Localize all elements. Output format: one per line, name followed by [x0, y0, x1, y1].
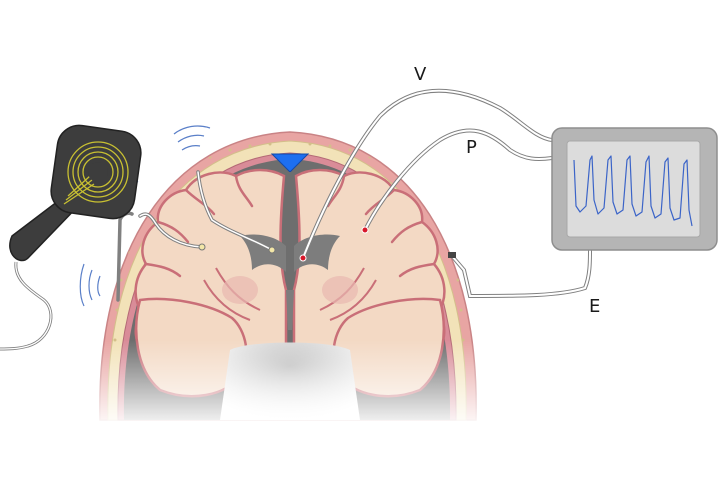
coil-center — [88, 162, 108, 182]
icp-waveform — [573, 155, 693, 227]
parenchymal-sensor-tip — [361, 226, 369, 234]
superior-sagittal-sinus — [270, 153, 310, 173]
implant-tip-shallow — [198, 243, 206, 251]
label-ventricular: V — [414, 64, 427, 85]
label-epidural: E — [589, 296, 600, 317]
wireless-transmitter-icon — [0, 124, 142, 351]
head-cross-section — [80, 131, 500, 430]
ventricular-sensor-tip — [299, 254, 307, 262]
right-thalamus-shade — [322, 276, 358, 304]
pressure-monitor-icon — [551, 127, 718, 251]
left-thalamus-shade — [222, 276, 258, 304]
implant-tip-deep — [268, 246, 276, 254]
third-ventricle — [286, 290, 294, 330]
epidural-sensor — [450, 248, 592, 299]
left-lateral-ventricle — [240, 234, 286, 272]
right-lateral-ventricle — [294, 234, 340, 272]
bottom-fade — [80, 340, 500, 430]
label-parenchymal: P — [466, 137, 477, 158]
epidural-sensor-tip — [448, 252, 456, 258]
monitor-screen — [566, 140, 701, 238]
coil — [63, 141, 129, 205]
